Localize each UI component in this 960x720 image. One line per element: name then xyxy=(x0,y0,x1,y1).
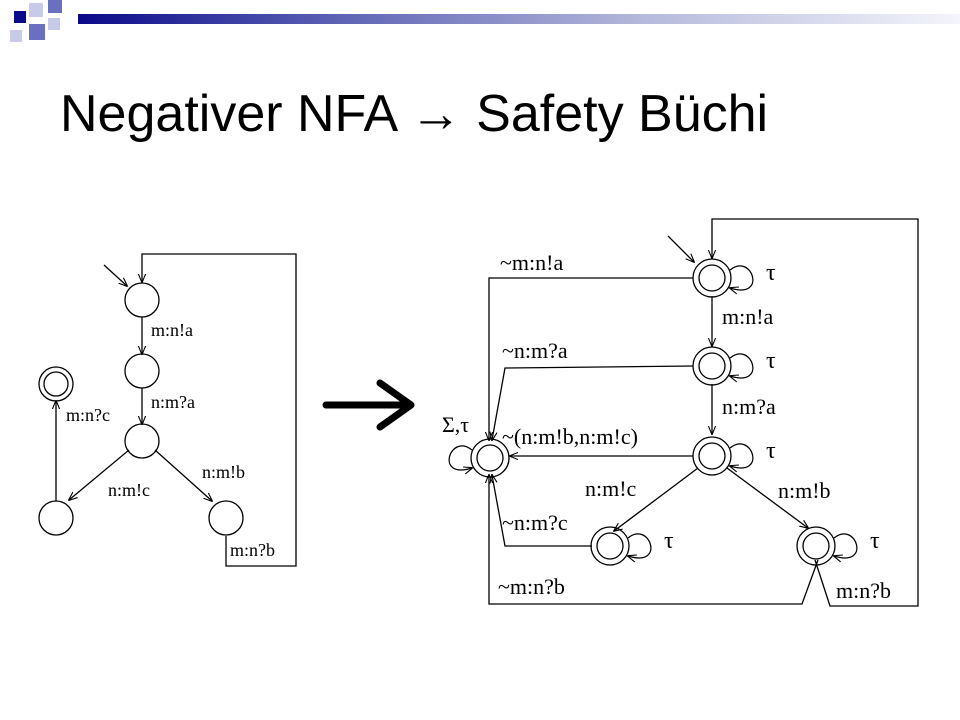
buchi-edge-q2-q3-line xyxy=(614,467,699,531)
buchi-state-4-inner xyxy=(802,532,830,560)
buchi-state-1-outer xyxy=(692,346,732,386)
buchi-label-q3-sink: ~n:m?c xyxy=(502,510,568,535)
title-bar xyxy=(78,14,960,24)
logo-square-mid-2 xyxy=(48,0,62,13)
buchi-label-q1-q2: n:m?a xyxy=(722,394,776,419)
nfa-labels: m:n!a n:m?a m:n?c n:m!c n:m!b m:n?b xyxy=(66,320,275,560)
buchi-edge-q3-sink-line xyxy=(492,475,592,547)
nfa-label-s1-s2: n:m?a xyxy=(151,392,195,412)
buchi-edge-q2-q4-line xyxy=(726,467,808,528)
logo-square-light xyxy=(29,3,43,17)
nfa-automaton xyxy=(38,253,297,567)
logo xyxy=(0,0,80,52)
buchi-state-0-outer xyxy=(692,258,732,298)
nfa-initial-arrow xyxy=(103,264,127,286)
nfa-edge-s4-s0-line xyxy=(142,253,297,567)
buchi-state-0-inner xyxy=(698,264,726,292)
buchi-automaton xyxy=(448,218,919,607)
buchi-label-q2-sink: ~(n:m!b,n:m!c) xyxy=(502,424,638,449)
buchi-edge-q4-sink-line xyxy=(489,475,819,605)
buchi-self-loop-sink xyxy=(448,445,472,470)
buchi-self-loop-q3 xyxy=(628,533,652,558)
buchi-tau-q2: τ xyxy=(766,438,776,464)
buchi-label-q1-sink: ~n:m?a xyxy=(502,338,568,363)
buchi-tau-q3: τ xyxy=(664,528,674,554)
buchi-self-loop-q0 xyxy=(730,265,754,290)
nfa-state-1 xyxy=(124,353,160,389)
buchi-label-q4-sink: ~m:n?b xyxy=(498,574,565,599)
buchi-labels: τ τ τ τ τ Σ,τ m:n!a n:m?a n:m!c n:m!b m:… xyxy=(442,250,891,603)
logo-square-light-3 xyxy=(10,30,22,42)
buchi-state-3-outer xyxy=(590,526,630,566)
buchi-edge-q1-sink-line xyxy=(492,365,694,440)
buchi-edge-q4-q0-line xyxy=(712,218,919,607)
buchi-label-q0-q1: m:n!a xyxy=(722,304,774,329)
buchi-tau-q4: τ xyxy=(870,528,880,554)
buchi-state-2-outer xyxy=(692,436,732,476)
buchi-edge-q0-sink-line xyxy=(489,277,693,440)
logo-square-dark xyxy=(14,11,26,23)
buchi-tau-q0: τ xyxy=(766,260,776,286)
buchi-initial-arrow xyxy=(667,235,694,262)
buchi-self-loop-q4 xyxy=(834,533,858,558)
big-right-arrow-icon xyxy=(322,379,415,431)
buchi-state-3-inner xyxy=(596,532,624,560)
buchi-label-q2-q4: n:m!b xyxy=(778,478,831,503)
slide-title: Negativer NFA → Safety Büchi xyxy=(60,85,769,143)
buchi-state-2-inner xyxy=(698,442,726,470)
nfa-label-s2-s3: n:m!c xyxy=(108,480,150,500)
buchi-tau-q1: τ xyxy=(766,348,776,374)
nfa-accept-state-inner xyxy=(43,371,69,397)
buchi-label-q2-q3: n:m!c xyxy=(585,476,637,501)
buchi-sink-outer xyxy=(470,438,510,478)
buchi-state-1-inner xyxy=(698,352,726,380)
nfa-state-3 xyxy=(38,500,74,536)
nfa-edge-s2-s4-line xyxy=(154,449,212,501)
buchi-label-q0-sink: ~m:n!a xyxy=(500,250,563,275)
nfa-label-s3-acc: m:n?c xyxy=(66,405,110,425)
nfa-label-s4-s0: m:n?b xyxy=(230,540,275,560)
nfa-state-0 xyxy=(124,282,160,318)
nfa-label-s2-s4: n:m!b xyxy=(202,462,245,482)
buchi-label-q4-q0: m:n?b xyxy=(836,578,891,603)
logo-square-mid xyxy=(29,24,45,40)
nfa-edge-s2-s3-line xyxy=(69,449,130,500)
logo-square-light-2 xyxy=(48,18,60,30)
nfa-label-s0-s1: m:n!a xyxy=(151,320,193,340)
buchi-sink-inner xyxy=(476,444,504,472)
buchi-self-loop-q1 xyxy=(730,353,754,378)
nfa-state-2 xyxy=(124,423,160,459)
nfa-state-4 xyxy=(208,500,244,536)
nfa-accept-state-outer xyxy=(38,366,74,402)
buchi-sink-label: Σ,τ xyxy=(442,412,469,437)
buchi-self-loop-q2 xyxy=(730,443,754,468)
buchi-state-4-outer xyxy=(796,526,836,566)
